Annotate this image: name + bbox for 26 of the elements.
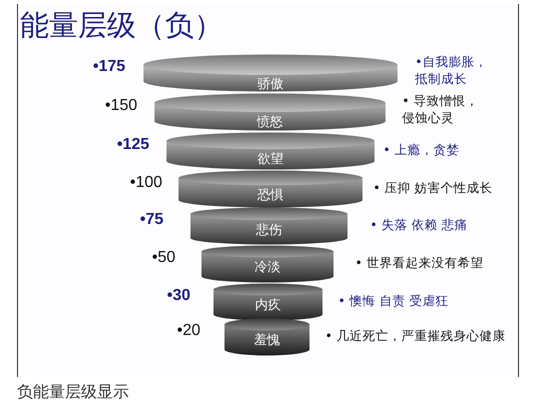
level-value: •100 [130, 174, 162, 192]
level-name: 内疚 [255, 298, 281, 313]
description: •自我膨胀，抵制成长 [415, 53, 488, 87]
level-name: 悲伤 [256, 222, 282, 238]
title: 能量层级（负） [20, 7, 223, 44]
description: • 世界看起来没有希望 [355, 254, 484, 271]
level-name: 愤怒 [257, 114, 283, 130]
description: • 导致憎恨，侵蚀心灵 [402, 92, 480, 126]
description: • 失落 依赖 悲痛 [370, 216, 468, 233]
level-value: •50 [152, 249, 176, 267]
caption: 负能量层级显示 [17, 382, 129, 403]
description: • 几近死亡，严重摧残身心健康 [325, 327, 506, 344]
level-name: 骄傲 [258, 77, 284, 92]
description: • 上瘾，贪婪 [383, 141, 460, 158]
description: • 懊悔 自责 受虐狂 [338, 292, 450, 309]
level-value: •75 [140, 211, 164, 229]
level-name: 欲望 [258, 152, 284, 167]
level-name: 恐惧 [258, 188, 284, 203]
description: • 压抑 妨害个性成长 [373, 179, 494, 196]
level-value: •150 [105, 97, 138, 115]
level-name: 冷淡 [254, 260, 280, 275]
level-value: •125 [117, 136, 150, 154]
level-name: 羞愧 [254, 333, 280, 348]
level-value: •20 [177, 322, 200, 340]
level-value: •175 [93, 58, 126, 76]
level-value: •30 [167, 287, 190, 305]
